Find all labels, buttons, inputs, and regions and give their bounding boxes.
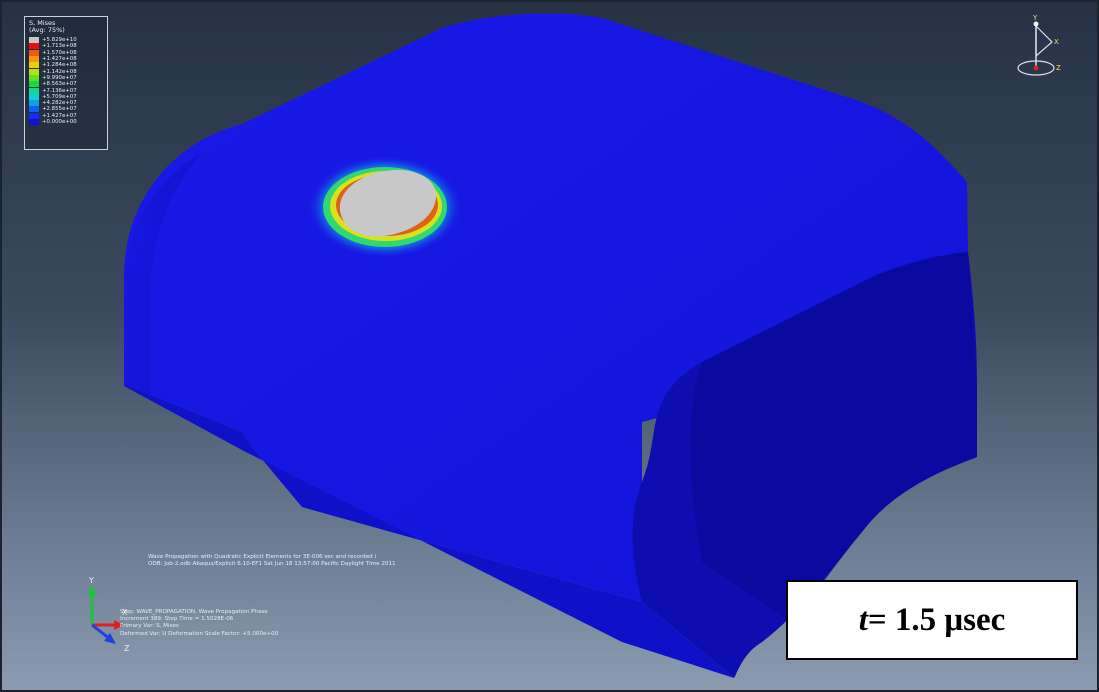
info-odb-line: ODB: Job-2.odb Abaqus/Explicit 6.10-EF1 … [148,561,396,568]
view-cube-x-label: X [1054,38,1059,46]
legend-swatch [29,100,39,107]
legend-row: +1.427e+07 [29,112,103,119]
legend-row: +1.427e+08 [29,56,103,63]
legend-value: +1.427e+08 [42,56,77,63]
time-value: = 1.5 μsec [867,601,1006,638]
view-cube-z-label: Z [1056,64,1061,72]
legend-row: +5.709e+07 [29,93,103,100]
legend-row: +7.136e+07 [29,87,103,94]
info-title-line: Wave Propagation with Quadratic Explicit… [148,554,377,560]
legend-swatch [29,112,39,119]
legend-swatch [29,106,39,113]
legend-subtitle: (Avg: 75%) [29,26,65,34]
legend-row: +5.829e+10 [29,37,103,44]
time-variable: t [858,601,868,638]
view-cube-y-label: Y [1032,14,1038,22]
legend-value: +5.709e+07 [42,93,77,100]
triad-z-label: Z [124,644,130,652]
legend-value: +1.142e+08 [42,68,77,75]
legend-row: +4.282e+07 [29,100,103,107]
deformed-var-line: Deformed Var: U Deformation Scale Factor… [120,630,279,637]
legend-value: +5.829e+10 [42,37,77,44]
time-label-box: t = 1.5 μsec [786,580,1078,660]
block-rounded-edge [124,152,202,394]
step-line: Step: WAVE_PROPAGATION, Wave Propagation… [120,609,268,615]
legend-value: +2.855e+07 [42,106,77,113]
legend-value: +1.427e+07 [42,112,77,119]
legend-value: +4.282e+07 [42,100,77,107]
legend-row: +1.284e+08 [29,62,103,69]
legend-swatch [29,56,39,63]
legend-row: +1.713e+08 [29,43,103,50]
legend-row: +9.990e+07 [29,74,103,81]
legend-value: +1.284e+08 [42,62,77,69]
legend-swatch [29,93,39,100]
legend-value: +1.570e+08 [42,49,77,56]
legend-swatch [29,74,39,81]
legend-swatch [29,49,39,56]
legend-swatch [29,81,39,88]
block-top-front-face [123,13,968,602]
legend-swatch [29,43,39,50]
view-orientation-icon[interactable]: Y X Z [1012,12,1064,80]
primary-var-line: Primary Var: S, Mises [120,623,179,630]
legend-value: +8.563e+07 [42,81,77,88]
step-info-block: Step: WAVE_PROPAGATION, Wave Propagation… [120,609,278,638]
legend-swatch [29,62,39,69]
legend-swatch [29,119,39,125]
odb-info-block: Wave Propagation with Quadratic Explicit… [148,554,396,568]
stress-legend: S, Mises (Avg: 75%) +5.829e+10+1.713e+08… [24,16,108,150]
contact-core [339,169,437,237]
legend-rows: +5.829e+10+1.713e+08+1.570e+08+1.427e+08… [29,37,103,125]
legend-swatch [29,37,39,44]
legend-value: +7.136e+07 [42,87,77,94]
legend-swatch [29,87,39,94]
legend-value: +0.000e+00 [42,119,77,125]
legend-row: +0.000e+00 [29,119,103,125]
triad-y-label: Y [88,577,94,585]
legend-swatch [29,68,39,75]
legend-value: +9.990e+07 [42,74,77,81]
legend-value: +1.713e+08 [42,43,77,50]
block-end-face-shade [690,252,977,622]
legend-row: +1.570e+08 [29,49,103,56]
triad-x-label: X [122,608,128,617]
legend-row: +1.142e+08 [29,68,103,75]
legend-row: +2.855e+07 [29,106,103,113]
block-front-lower [124,384,734,678]
increment-line: Increment 389: Step Time = 1.5028E-06 [120,616,234,623]
axis-triad-icon: Y X Z [87,577,130,652]
legend-row: +8.563e+07 [29,81,103,88]
legend-title: S, Mises [29,19,56,27]
